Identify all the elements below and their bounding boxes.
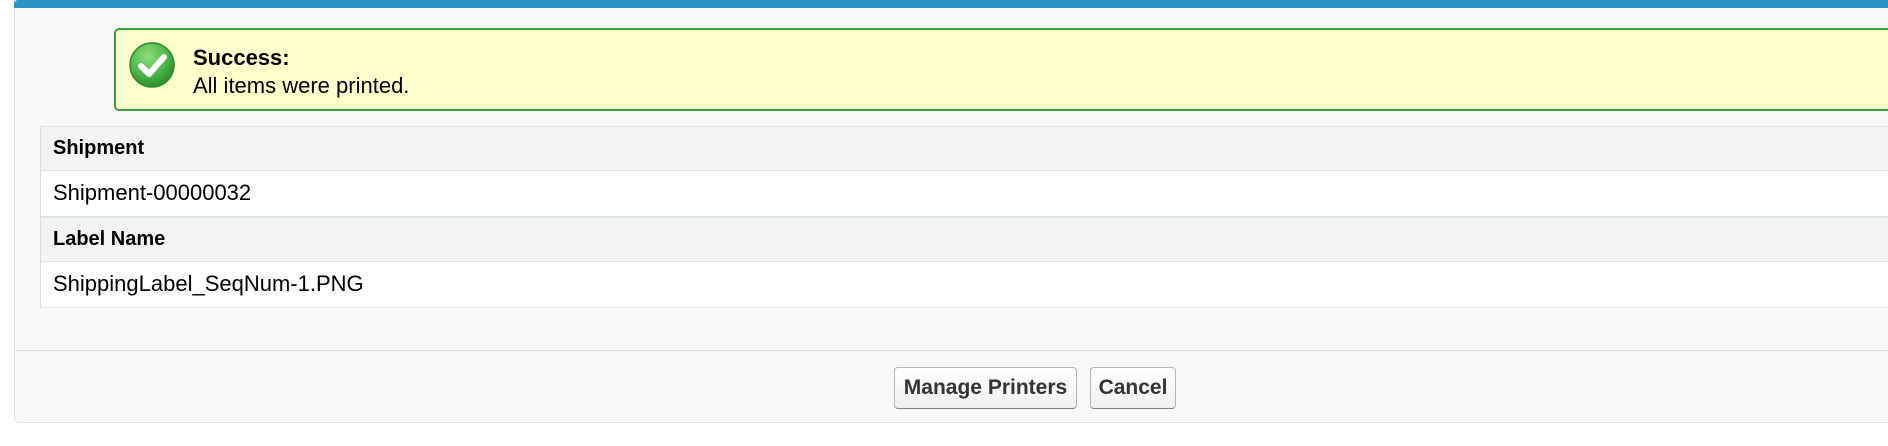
shipment-field: Shipment Shipment-00000032 [40,126,1888,217]
message-text: All items were printed. [193,73,410,98]
field-value: ShippingLabel_SeqNum-1.PNG [41,262,1888,308]
field-label: Shipment [41,126,1888,171]
manage-printers-button[interactable]: Manage Printers [894,367,1077,409]
label-name-field: Label Name ShippingLabel_SeqNum-1.PNG [40,217,1888,308]
field-value: Shipment-00000032 [41,171,1888,217]
accent-top-bar [14,0,1888,8]
message-title: Success: [193,45,290,70]
field-label: Label Name [41,217,1888,262]
check-circle-icon [128,41,176,89]
footer-divider [15,350,1888,351]
cancel-button[interactable]: Cancel [1090,367,1176,409]
success-message: Success: All items were printed. [114,28,1888,111]
